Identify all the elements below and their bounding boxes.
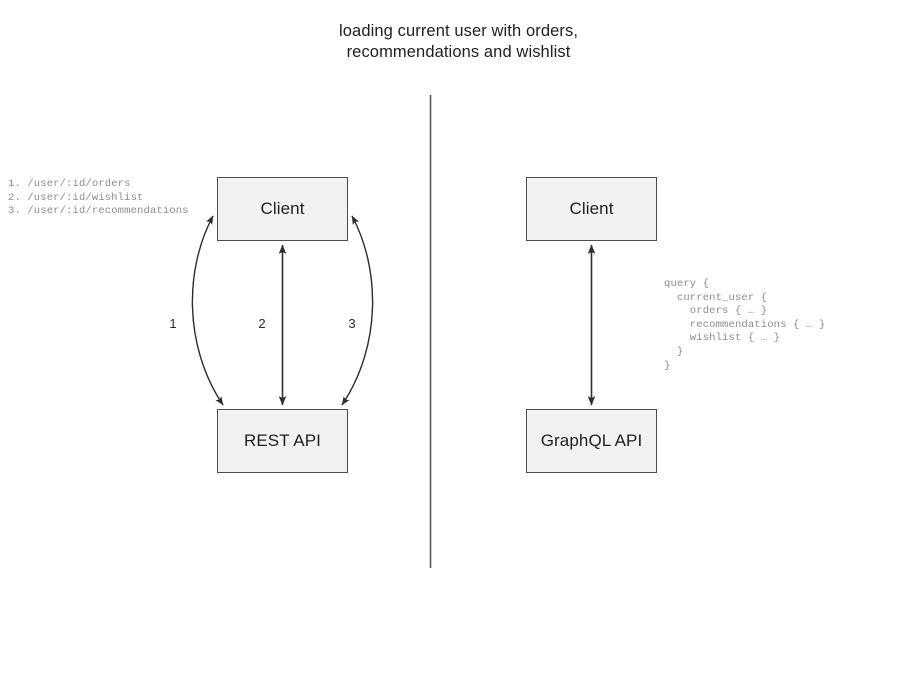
edge-3-response — [341, 215, 374, 406]
edge-label-1: 1 — [169, 316, 177, 331]
edge-1-response — [191, 215, 224, 406]
edge-label-2: 2 — [258, 316, 266, 331]
edge-label-3: 3 — [348, 316, 356, 331]
node-client-graphql[interactable]: Client — [526, 177, 657, 241]
graphql-query-annotation: query { current_user { orders { … } reco… — [664, 278, 826, 372]
page-title: loading current user with orders, recomm… — [339, 22, 578, 61]
node-client-rest[interactable]: Client — [217, 177, 348, 241]
rest-endpoints-annotation: 1. /user/:id/orders 2. /user/:id/wishlis… — [8, 178, 189, 218]
node-rest-api[interactable]: REST API — [217, 409, 348, 473]
node-graphql-api[interactable]: GraphQL API — [526, 409, 657, 473]
